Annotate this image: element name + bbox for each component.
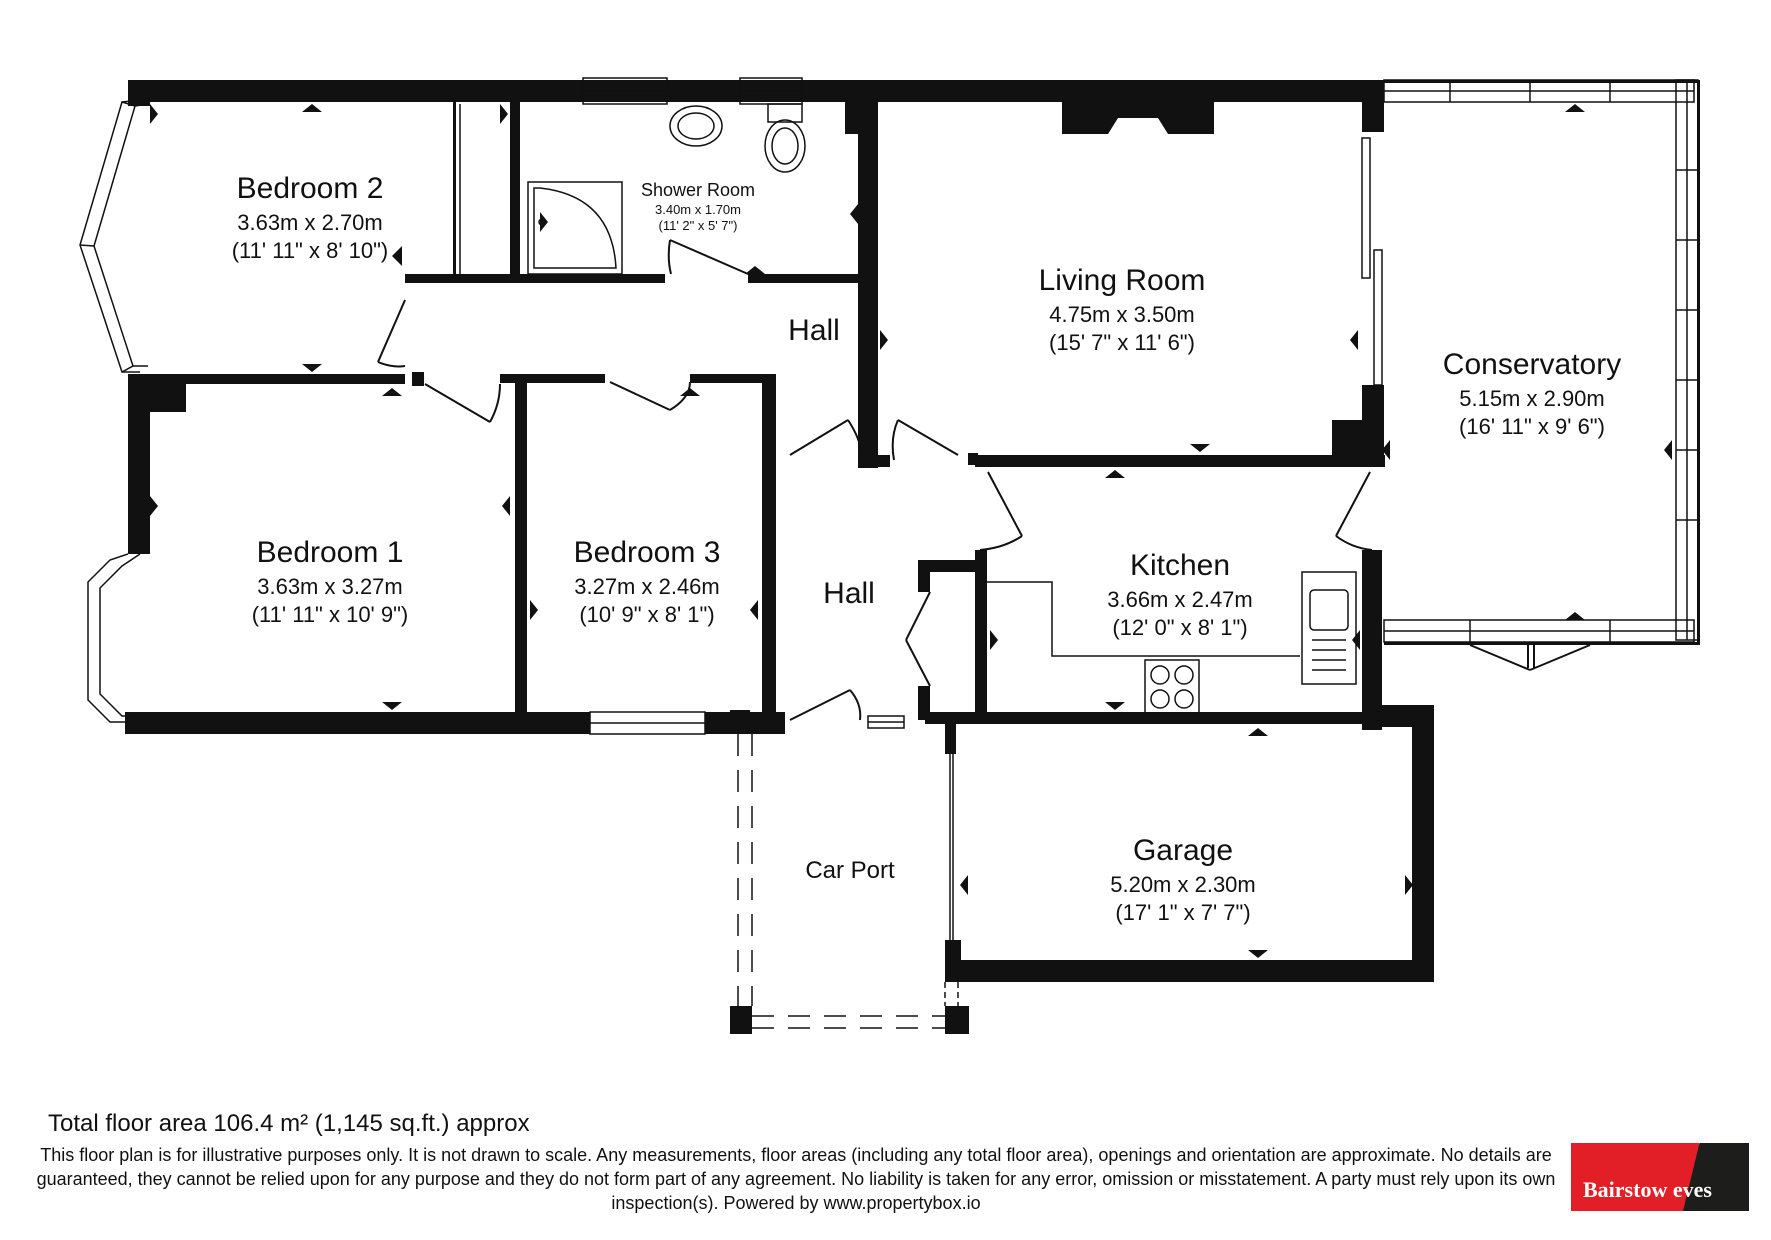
room-label-hall-upper: Hall [788, 314, 840, 347]
room-imperial: (11' 11" x 8' 10") [232, 238, 389, 263]
total-floor-area: Total floor area 106.4 m² (1,145 sq.ft.)… [48, 1110, 530, 1137]
room-label-bedroom-3: Bedroom 3 3.27m x 2.46m (10' 9" x 8' 1") [574, 536, 721, 627]
room-name: Bedroom 2 [237, 172, 384, 205]
room-label-conservatory: Conservatory 5.15m x 2.90m (16' 11" x 9'… [1443, 348, 1621, 439]
room-name: Living Room [1039, 264, 1206, 297]
room-name: Kitchen [1130, 549, 1230, 582]
room-metric: 3.63m x 2.70m [237, 210, 383, 235]
room-label-shower-room: Shower Room 3.40m x 1.70m (11' 2" x 5' 7… [641, 180, 755, 233]
room-metric: 5.20m x 2.30m [1110, 872, 1256, 897]
doors [377, 239, 1591, 721]
room-imperial: (10' 9" x 8' 1") [579, 602, 714, 627]
room-metric: 3.66m x 2.47m [1107, 587, 1253, 612]
room-imperial: (17' 1" x 7' 7") [1115, 900, 1250, 925]
room-imperial: (11' 2" x 5' 7") [659, 218, 738, 233]
logo-red-block [1571, 1143, 1699, 1211]
room-metric: 5.15m x 2.90m [1459, 386, 1605, 411]
bairstow-eves-logo: Bairstow eves [1571, 1143, 1749, 1211]
dimension-arrows [150, 104, 1672, 958]
room-label-kitchen: Kitchen 3.66m x 2.47m (12' 0" x 8' 1") [1107, 549, 1253, 640]
room-label-bedroom-2: Bedroom 2 3.63m x 2.70m (11' 11" x 8' 10… [232, 172, 389, 263]
room-metric: 3.63m x 3.27m [257, 574, 403, 599]
room-imperial: (11' 11" x 10' 9") [252, 602, 409, 627]
logo-text: Bairstow eves [1583, 1177, 1712, 1202]
room-metric: 3.40m x 1.70m [655, 202, 741, 217]
room-label-living-room: Living Room 4.75m x 3.50m (15' 7" x 11' … [1039, 264, 1206, 355]
room-name: Bedroom 1 [257, 536, 404, 569]
room-metric: 4.75m x 3.50m [1049, 302, 1195, 327]
room-label-bedroom-1: Bedroom 1 3.63m x 3.27m (11' 11" x 10' 9… [252, 536, 409, 627]
room-label-garage: Garage 5.20m x 2.30m (17' 1" x 7' 7") [1110, 834, 1256, 925]
room-imperial: (15' 7" x 11' 6") [1049, 330, 1195, 355]
disclaimer-text: This floor plan is for illustrative purp… [36, 1145, 1556, 1213]
fireplace-icon [1062, 102, 1214, 134]
walls [125, 80, 1700, 1034]
room-name: Conservatory [1443, 348, 1621, 381]
room-imperial: (16' 11" x 9' 6") [1459, 414, 1605, 439]
room-label-car-port: Car Port [805, 857, 895, 884]
room-label-hall-lower: Hall [823, 577, 875, 610]
room-name: Bedroom 3 [574, 536, 721, 569]
room-name: Shower Room [641, 180, 755, 200]
room-metric: 3.27m x 2.46m [574, 574, 720, 599]
room-imperial: (12' 0" x 8' 1") [1112, 615, 1247, 640]
floor-plan: Bedroom 2 3.63m x 2.70m (11' 11" x 8' 10… [79, 77, 1700, 1034]
room-name: Garage [1133, 834, 1233, 867]
